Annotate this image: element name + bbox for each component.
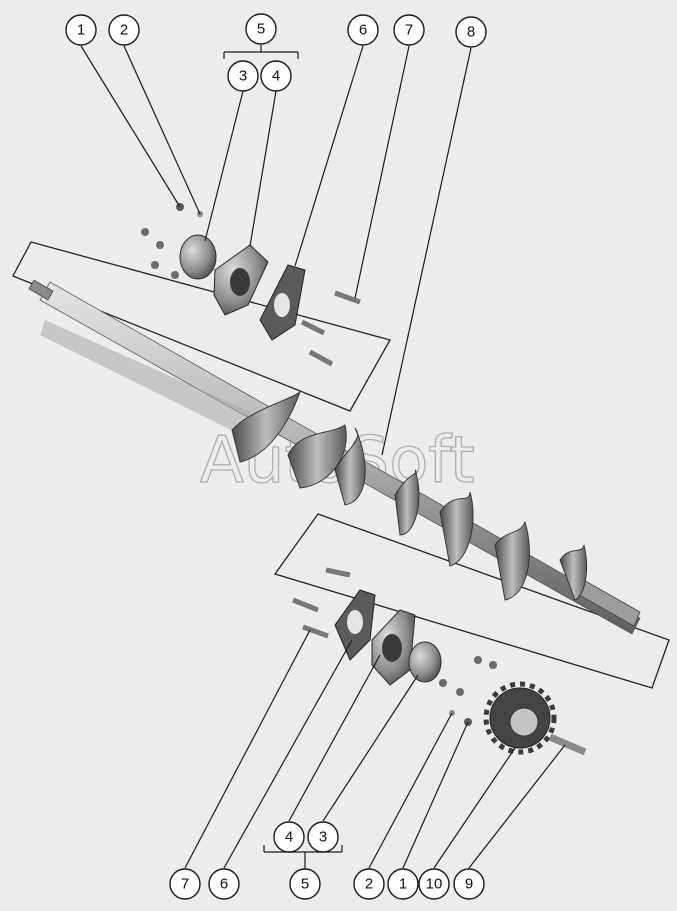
bolt-bottom-3: [302, 624, 329, 639]
callout-bottom-6: 6: [208, 868, 240, 900]
bracket-bottom-5: [263, 845, 343, 869]
bracket-top-5: [223, 45, 299, 59]
nut-top-1: [141, 228, 149, 236]
bottom-hardware: [292, 567, 587, 756]
nut-bottom-3: [439, 679, 447, 687]
callout-bottom-7: 7: [169, 868, 201, 900]
callout-bottom-9: 9: [453, 868, 485, 900]
callout-top-8-label: 8: [467, 24, 475, 41]
callout-bottom-2-label: 2: [365, 876, 373, 893]
callout-bottom-4: 4: [273, 821, 305, 853]
callout-top-7-label: 7: [405, 22, 413, 39]
bolt-top-3: [334, 290, 361, 305]
callout-top-1-label: 1: [77, 22, 85, 39]
callout-top-6-label: 6: [359, 22, 367, 39]
callout-top-5-label: 5: [257, 21, 265, 38]
callout-bottom-6-label: 6: [220, 876, 228, 893]
nut-top-3: [151, 261, 159, 269]
callout-top-3: 3: [227, 60, 259, 92]
sprocket: [483, 681, 557, 755]
callout-bottom-7-label: 7: [181, 876, 189, 893]
callout-bottom-2: 2: [353, 868, 385, 900]
callout-bottom-4-label: 4: [285, 829, 293, 846]
callout-top-2: 2: [108, 14, 140, 46]
callout-bottom-1: 1: [387, 868, 419, 900]
nut-top-2: [156, 241, 164, 249]
callout-bottom-3-label: 3: [319, 829, 327, 846]
nut-bottom-1: [474, 656, 482, 664]
callout-top-5: 5: [245, 13, 277, 45]
bolt-bottom-2: [292, 597, 319, 613]
auger-flights: [231, 390, 587, 601]
bolt-bottom-1: [325, 567, 351, 578]
bearing-insert-top: [179, 234, 217, 280]
callout-top-8: 8: [455, 16, 487, 48]
bottom-assembly-frame: [273, 513, 670, 689]
bearing-insert-bottom: [408, 641, 442, 683]
callout-bottom-10: 10: [418, 868, 450, 900]
callout-bottom-9-label: 9: [465, 876, 473, 893]
bolt-top-1: [300, 319, 326, 336]
nut-bottom-4: [456, 688, 464, 696]
callout-bottom-5-label: 5: [301, 876, 309, 893]
bolt-top-2: [308, 349, 334, 367]
callout-bottom-10-label: 10: [426, 876, 443, 893]
key-pin: [548, 733, 587, 756]
callout-top-6: 6: [347, 14, 379, 46]
leader-lines-bottom: [184, 629, 566, 869]
nut-top-4: [171, 271, 179, 279]
callout-top-3-label: 3: [239, 68, 247, 85]
callout-bottom-3: 3: [307, 821, 339, 853]
leader-lines-top: [80, 45, 472, 456]
callout-top-4-label: 4: [272, 68, 280, 85]
callout-bottom-5: 5: [289, 868, 321, 900]
callout-top-2-label: 2: [120, 22, 128, 39]
callout-top-7: 7: [393, 14, 425, 46]
top-hardware: [141, 203, 361, 367]
callout-top-4: 4: [260, 60, 292, 92]
nut-bottom-2: [489, 661, 497, 669]
callout-top-1: 1: [65, 14, 97, 46]
callout-bottom-1-label: 1: [399, 876, 407, 893]
